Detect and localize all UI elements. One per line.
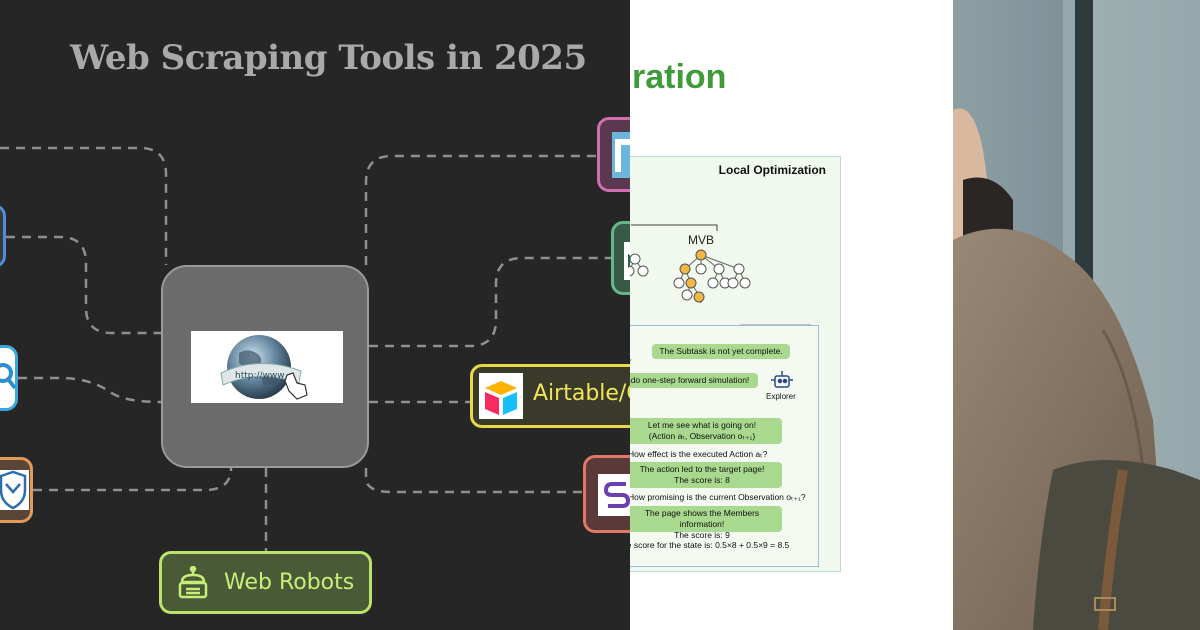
mindmap-panel: Web Scraping Tools in 2025 — [0, 0, 630, 630]
node-top-right[interactable] — [597, 117, 630, 192]
airtable-icon — [479, 373, 523, 419]
figure-title: Local Optimization — [719, 163, 826, 177]
cut-label: er — [630, 356, 632, 366]
bubble-subtask: The Subtask is not yet complete. — [652, 344, 790, 359]
node-bottom-right[interactable] — [583, 455, 630, 533]
magnifier-icon — [0, 362, 19, 392]
bubble-target-page: The action led to the target page! The s… — [630, 462, 782, 488]
svg-text:http://www: http://www — [235, 371, 285, 381]
shield-logo — [0, 470, 29, 510]
bubble-simulation: do one-step forward simulation! — [630, 373, 758, 388]
globe-image: http://www — [191, 331, 343, 403]
s-logo-icon — [598, 474, 630, 516]
score-formula: he score for the state is: 0.5×8 + 0.5×9… — [630, 540, 789, 550]
node-web-robots[interactable]: Web Robots — [159, 551, 372, 614]
local-optimization-figure: Local Optimization — [630, 156, 841, 572]
tree-diagram — [630, 217, 840, 337]
explorer-robot-icon — [770, 368, 794, 392]
man-at-window-photo — [953, 0, 1200, 630]
hub-node[interactable]: http://www — [161, 265, 369, 468]
mvb-label: MVB — [688, 233, 714, 247]
node-left-top[interactable] — [0, 204, 6, 268]
web-robots-label: Web Robots — [224, 570, 354, 595]
shield-icon — [0, 470, 29, 510]
node-left-mid[interactable] — [0, 345, 18, 411]
dialogue-box: er The Subtask is not yet complete. do o… — [630, 325, 819, 567]
section-heading: ration — [632, 58, 726, 97]
n-logo — [612, 132, 630, 178]
node-airtable[interactable]: Airtable/C — [470, 364, 630, 428]
airtable-label: Airtable/C — [533, 381, 630, 406]
question-promising: How promising is the current Observation… — [630, 492, 806, 503]
document-panel: ration Local Optimization — [630, 0, 953, 630]
n-logo-icon — [612, 132, 630, 178]
node-left-bottom[interactable] — [0, 457, 33, 523]
airtable-logo — [479, 373, 523, 419]
photo-panel — [953, 0, 1200, 630]
bubble-members: The page shows the Members information! … — [630, 506, 782, 532]
question-effect: How effect is the executed Action aₜ? — [630, 449, 767, 460]
bubble-observe: Let me see what is going on! (Action aₜ,… — [630, 418, 782, 444]
s-logo — [598, 474, 630, 516]
node-mid-right[interactable] — [611, 221, 630, 295]
robot-icon — [176, 566, 210, 600]
explorer-label: Explorer — [766, 392, 796, 401]
